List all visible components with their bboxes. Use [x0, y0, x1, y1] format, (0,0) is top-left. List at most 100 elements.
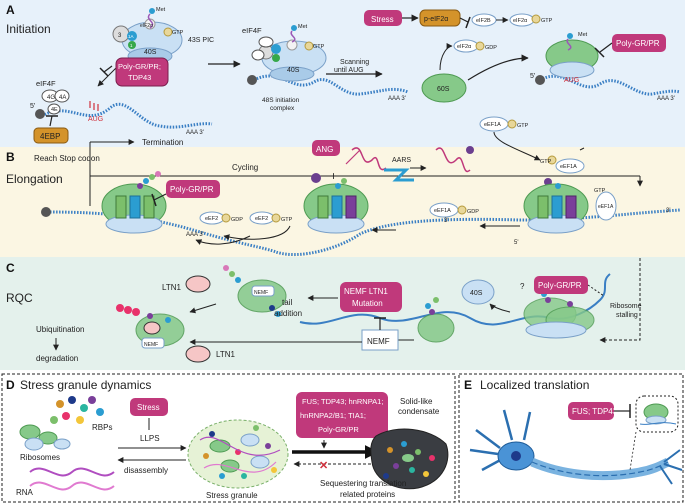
ubiquitination-label: Ubiquitination: [36, 325, 84, 334]
initiation-complex-48s: [251, 25, 327, 82]
ribosome-60s-label: 60S: [437, 86, 450, 93]
initiation-48s-label-line2: complex: [270, 105, 295, 112]
panel-a-title: Initiation: [6, 22, 51, 36]
stress-box-d: [130, 398, 168, 416]
eif2a-gdp-label: eIF2α: [457, 44, 472, 50]
cycling-label: Cycling: [232, 163, 258, 172]
eif4f-label-left: eIF4F: [36, 79, 56, 88]
ribosome-elongating-right: [523, 183, 589, 234]
gtp-label-a: GTP: [172, 30, 184, 36]
charged-trna-icon: [435, 147, 471, 173]
met-label-mid: Met: [298, 24, 308, 30]
eef1a-label-3: eEF1A: [434, 208, 451, 214]
ribosome-80s-initiation: [545, 33, 599, 79]
ang-cleavage-mark: [345, 149, 361, 165]
gdp-icon-b2: [457, 205, 467, 215]
ebp-inhibition-line: [49, 115, 53, 127]
stress-granule-droplet: [187, 419, 289, 489]
eef1a-label-1: eEF1A: [484, 122, 501, 128]
initiation-48s-label-line1: 48S initiation: [262, 97, 300, 104]
panel-e-title: Localized translation: [480, 378, 589, 392]
gtp-label-b3: GTP: [281, 217, 293, 223]
solid-condensate-line2: condensate: [398, 407, 440, 416]
gdp-label-a: GDP: [485, 45, 497, 51]
poly-a-tail-label-left: AAA 3': [186, 130, 204, 136]
stress-label-a: Stress: [371, 15, 394, 24]
peif2a-inhibition-bar: [465, 16, 471, 29]
gdp-label-b: GDP: [231, 217, 243, 223]
ang-label: ANG: [316, 145, 333, 154]
eef2-gdp-label: eEF2: [205, 216, 218, 222]
neuron-illustration: [469, 409, 683, 485]
gtp-label-b1: GTP: [517, 123, 529, 129]
met-label-a: Met: [156, 7, 166, 13]
ang-box: [312, 140, 340, 156]
gdp-icon-b: [221, 213, 231, 223]
ribosome-stalling-line2: stalling: [616, 312, 638, 319]
disassembly-label: disassembly: [124, 466, 168, 475]
sequestering-line2: related proteins: [340, 490, 395, 499]
rna-wave-1: [29, 467, 115, 477]
gtp-icon-a2: [531, 14, 541, 24]
panel-b-title: Elongation: [6, 172, 63, 186]
polygr-c-link: [587, 284, 605, 297]
panel-c-title: RQC: [6, 291, 33, 305]
solid-condensate: [370, 428, 449, 490]
aug-codon-marks-left: [89, 101, 99, 111]
ltn1-label-top: LTN1: [162, 283, 182, 292]
nemf-label: NEMF: [367, 337, 390, 346]
translocation-arrow: [195, 235, 251, 245]
nemf-mutation-box: [340, 282, 402, 312]
polygr-tdp43-line1: Poly-GR/PR;: [118, 62, 161, 71]
ribosome-40s-label-a: 40S: [144, 49, 157, 56]
tdp43-inhibition-line: [103, 65, 113, 73]
ltn1-shape-bottom: [185, 345, 211, 363]
aug-label-right: AUG: [564, 77, 579, 84]
scanning-label-line1: Scanning: [340, 59, 369, 66]
polygr-label-a: Poly-GR/PR: [616, 39, 660, 48]
rna-wave-2: [29, 481, 115, 491]
polygr-label-c: Poly-GR/PR: [538, 281, 582, 290]
factor-4a-label: 4A: [59, 95, 66, 101]
polygr-box-b: [166, 180, 220, 198]
poly-a-tail-label-mid: AAA 3': [388, 96, 406, 102]
ribosome-40s-rqc-shape: [461, 279, 495, 305]
ebp-box: [33, 127, 69, 144]
stalled-ribosomes: [523, 291, 595, 339]
eef1a-label-2: eEF1A: [560, 164, 577, 170]
gdp-label-b2: GDP: [467, 209, 479, 215]
scanning-label-line2: until AUG: [334, 67, 364, 74]
cap-icon: [35, 109, 45, 119]
pic-factor-1a: 1A: [128, 34, 134, 39]
peif2a-inhibition-line: [459, 17, 469, 23]
mrna-strand-left: [41, 102, 213, 129]
mrna-strand-elongation: [49, 208, 681, 257]
eif2a-label-a: eIF2α: [140, 23, 153, 29]
aars-enzyme-icon: [384, 168, 414, 182]
eef2-cycle-arrow: [223, 225, 291, 241]
pic-factor-1: 1: [130, 43, 133, 48]
llps-label: LLPS: [140, 434, 160, 443]
pic-43s-label: 43S PIC: [188, 37, 214, 44]
aug-label-left: AUG: [88, 116, 103, 123]
panel-c-letter: C: [6, 261, 15, 275]
tail-to-ubiquitination-arrow: [189, 303, 217, 314]
factor-4e-label: 4E: [51, 107, 58, 113]
ribosome-cluster-icon: [19, 424, 71, 451]
ubiquitinated-ribosome: [116, 304, 185, 349]
gtp-label-b2: GTP: [540, 159, 552, 165]
panel-e-frame: [458, 373, 684, 503]
charged-amino-acid-icon: [466, 146, 474, 154]
stalling-dashed-arrow: [599, 258, 641, 343]
ribosome-60s-shape: [421, 73, 467, 103]
factor-4g-label: 4G: [47, 95, 55, 101]
polygr-tdp43-box: [115, 57, 169, 87]
mrna-strand-right: [539, 74, 681, 96]
eif2b-label: eIF2B: [476, 18, 491, 24]
ribosome-tail-addition: [223, 265, 287, 317]
gdp-icon-a: [475, 41, 485, 51]
three-prime-label-b2: 3': [666, 208, 670, 214]
stress-label-d: Stress: [137, 403, 160, 412]
p-eif2a-label: p-eIF2α: [424, 16, 448, 23]
three-prime-label-b1: 3': [444, 218, 448, 224]
